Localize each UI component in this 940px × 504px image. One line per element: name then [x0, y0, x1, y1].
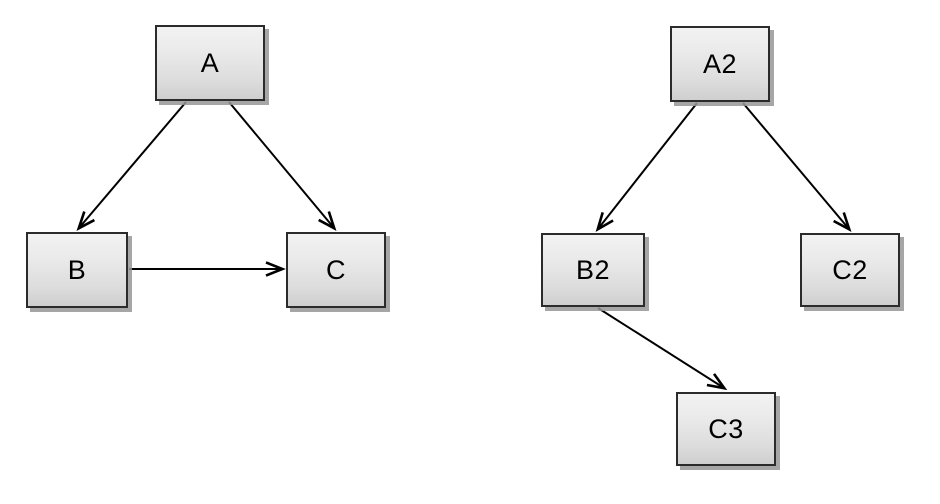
node-a2[interactable]: A2 — [670, 26, 770, 102]
node-c3[interactable]: C3 — [676, 392, 776, 466]
node-c2[interactable]: C2 — [800, 233, 900, 307]
node-b[interactable]: B — [26, 232, 128, 308]
node-label-b: B — [67, 254, 87, 285]
edge-a2-to-c2 — [742, 102, 852, 232]
node-label-a2: A2 — [702, 48, 738, 79]
node-label-c: C — [326, 254, 346, 285]
node-label-b2: B2 — [575, 254, 611, 285]
edge-a2-to-b2 — [595, 102, 698, 233]
node-a[interactable]: A — [155, 25, 265, 101]
node-label-c3: C3 — [708, 413, 744, 444]
edges-group — [76, 101, 852, 391]
node-b2[interactable]: B2 — [541, 233, 645, 307]
node-label-c2: C2 — [832, 254, 868, 285]
edge-a-to-b — [76, 101, 187, 231]
edge-b2-to-c3 — [597, 307, 728, 391]
node-label-a: A — [200, 47, 220, 78]
edge-a-to-c — [228, 101, 337, 231]
node-c[interactable]: C — [286, 232, 386, 308]
